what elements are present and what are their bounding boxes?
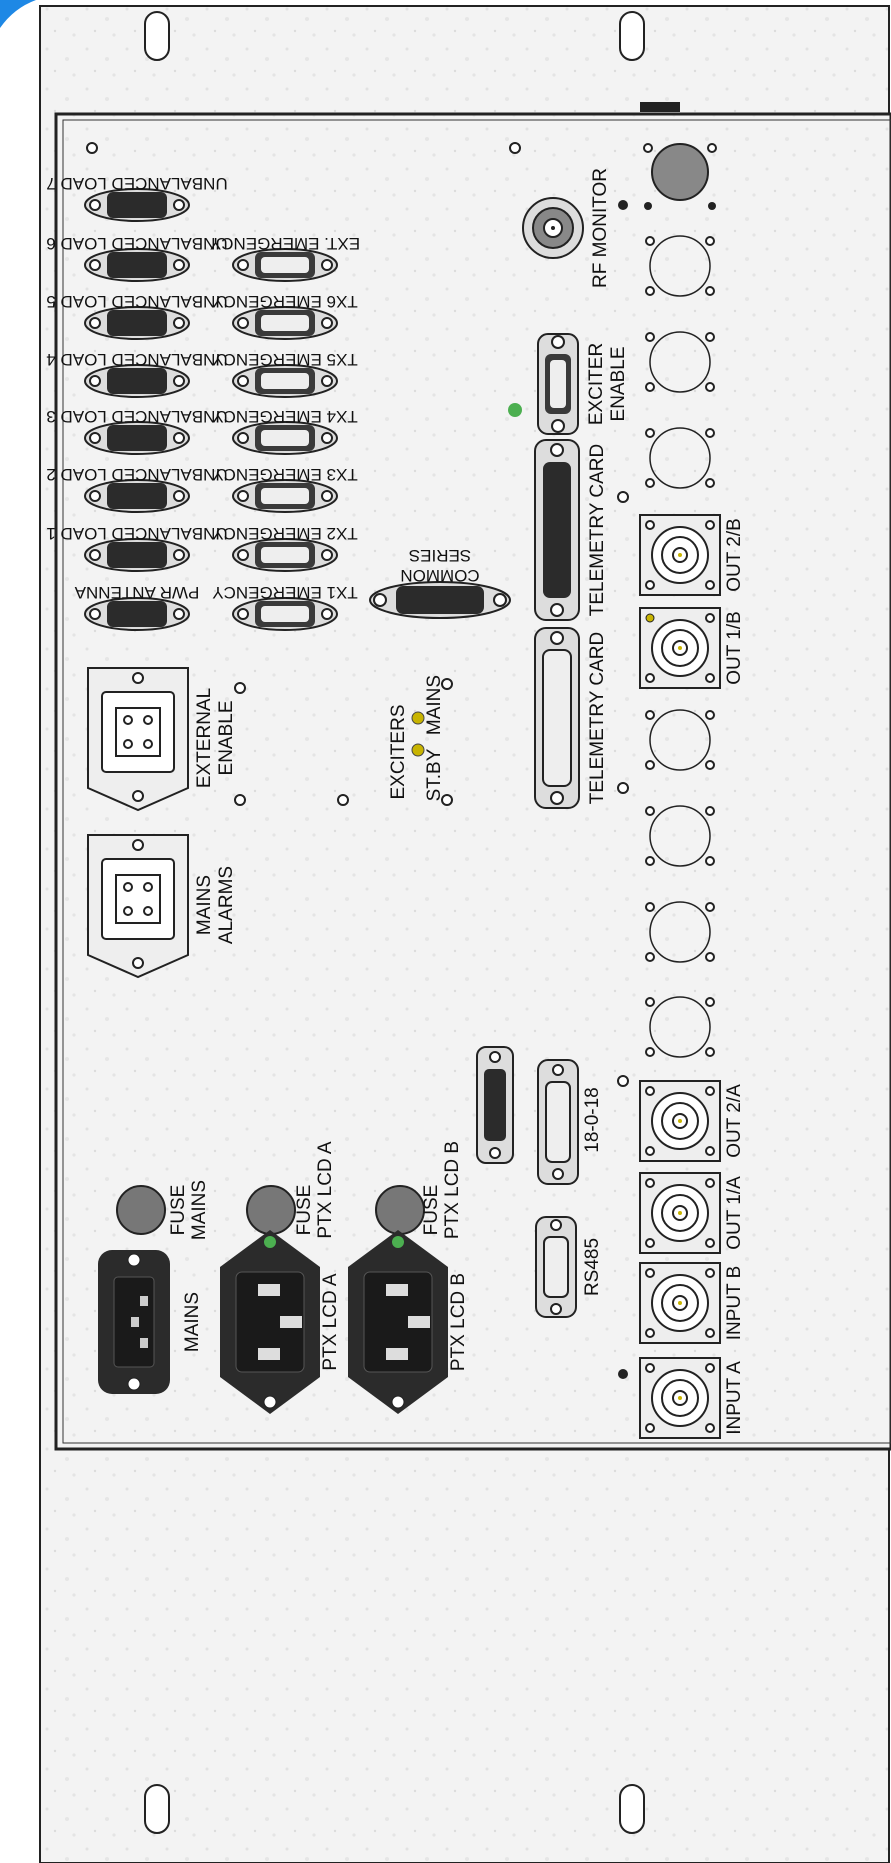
corner-accent	[0, 0, 36, 28]
rs485-connector	[535, 1216, 577, 1318]
label-out-1a: OUT 1/A	[724, 1176, 745, 1250]
label-mains-alarms-2: ALARMS	[216, 866, 237, 944]
label-mains-led: MAINS	[424, 675, 445, 735]
label-ext-emergency: EXT. EMERGENCY	[210, 234, 360, 253]
rf-monitor-connector	[522, 197, 584, 259]
exciter-status-leds	[411, 711, 425, 757]
label-unbalanced-load-6: UNBALANCED LOAD 6	[46, 234, 227, 253]
fuse-ptx-a-icon	[246, 1185, 296, 1235]
label-rs485: RS485	[582, 1238, 603, 1296]
label-rf-monitor: RF MONITOR	[590, 168, 611, 288]
label-fuse-ptx-b: PTX LCD B	[442, 1141, 463, 1239]
top-right-knob	[643, 143, 717, 210]
label-common: COMMON	[400, 566, 479, 585]
label-ptx-lcd-b: PTX LCD B	[448, 1273, 469, 1371]
external-enable-connector	[87, 667, 189, 812]
fuse-mains-icon	[116, 1185, 166, 1235]
label-tx3-emergency: TX3 EMERGENCY	[212, 465, 357, 484]
inner-panel-edge	[62, 119, 891, 1444]
label-mains: MAINS	[182, 1292, 203, 1352]
label-input-b: INPUT B	[724, 1266, 745, 1341]
label-tx5-emergency: TX5 EMERGENCY	[212, 350, 357, 369]
ptx-lcd-b-inlet	[348, 1230, 448, 1414]
label-out-2b: OUT 2/B	[724, 518, 745, 592]
mains-inlet	[98, 1250, 170, 1394]
label-pwr-antenna: PWR ANTENNA	[74, 583, 199, 602]
port-18-0-18-connector	[537, 1059, 579, 1185]
label-exciter: EXCITER	[586, 343, 607, 425]
label-series: SERIES	[409, 546, 471, 565]
common-series-connector	[369, 581, 511, 619]
label-ptx-lcd-a: PTX LCD A	[320, 1273, 341, 1370]
label-external-enable: ENABLE	[216, 701, 237, 776]
blank-mount-positions	[645, 235, 715, 1058]
db9-vertical-connector	[476, 1046, 514, 1164]
label-fuse-mains: MAINS	[189, 1180, 210, 1240]
fuse-ptx-b-icon	[375, 1185, 425, 1235]
label-out-1b: OUT 1/B	[724, 611, 745, 685]
mains-alarms-connector	[87, 834, 189, 979]
label-st-by: ST.BY	[424, 748, 445, 801]
label-unbalanced-load-1: UNBALANCED LOAD 1	[46, 524, 227, 543]
emergency-labels: EXT. EMERGENCY TX6 EMERGENCY TX5 EMERGEN…	[210, 234, 360, 602]
exciter-led-icon	[508, 403, 522, 417]
label-tx2-emergency: TX2 EMERGENCY	[212, 524, 357, 543]
label-telemetry-card-2: TELEMETRY CARD	[587, 632, 608, 804]
label-exciters: EXCITERS	[388, 704, 409, 799]
unbalanced-load-connectors	[84, 188, 190, 631]
unbalanced-load-labels: UNBALANCED LOAD 7 UNBALANCED LOAD 6 UNBA…	[46, 174, 227, 602]
label-enable: ENABLE	[608, 347, 629, 422]
label-unbalanced-load-2: UNBALANCED LOAD 2	[46, 465, 227, 484]
mains-led-icon	[411, 711, 425, 725]
label-tx6-emergency: TX6 EMERGENCY	[212, 292, 357, 311]
mounting-slots	[144, 11, 645, 1834]
label-unbalanced-load-3: UNBALANCED LOAD 3	[46, 407, 227, 426]
label-fuse-3: FUSE	[421, 1185, 442, 1236]
label-telemetry-card-1: TELEMETRY CARD	[587, 444, 608, 616]
label-18-0-18: 18-0-18	[582, 1087, 603, 1153]
stby-led-icon	[411, 743, 425, 757]
label-unbalanced-load-5: UNBALANCED LOAD 5	[46, 292, 227, 311]
top-bracket	[640, 102, 680, 112]
rf-connector-labels: OUT 2/B OUT 1/B OUT 2/A OUT 1/A INPUT B …	[724, 518, 745, 1435]
ptx-lcd-a-inlet	[220, 1230, 320, 1414]
label-out-2a: OUT 2/A	[724, 1084, 745, 1158]
screw-holes	[86, 142, 629, 1379]
label-fuse-1: FUSE	[168, 1185, 189, 1236]
rf-output-connectors	[639, 514, 721, 1439]
label-external: EXTERNAL	[194, 688, 215, 788]
telemetry-card-connector-1	[534, 439, 580, 621]
emergency-connectors	[232, 248, 338, 631]
exciter-enable-connector	[537, 333, 579, 435]
label-tx4-emergency: TX4 EMERGENCY	[212, 407, 357, 426]
label-unbalanced-load-4: UNBALANCED LOAD 4	[46, 350, 227, 369]
label-unbalanced-load-7: UNBALANCED LOAD 7	[46, 174, 227, 193]
label-tx1-emergency: TX1 EMERGENCY	[212, 583, 357, 602]
telemetry-card-connector-2	[534, 627, 580, 809]
label-fuse-ptx-a: PTX LCD A	[315, 1141, 336, 1238]
label-input-a: INPUT A	[724, 1361, 745, 1435]
label-mains-alarms-1: MAINS	[194, 875, 215, 935]
label-fuse-2: FUSE	[294, 1185, 315, 1236]
inner-panel	[54, 112, 891, 1451]
